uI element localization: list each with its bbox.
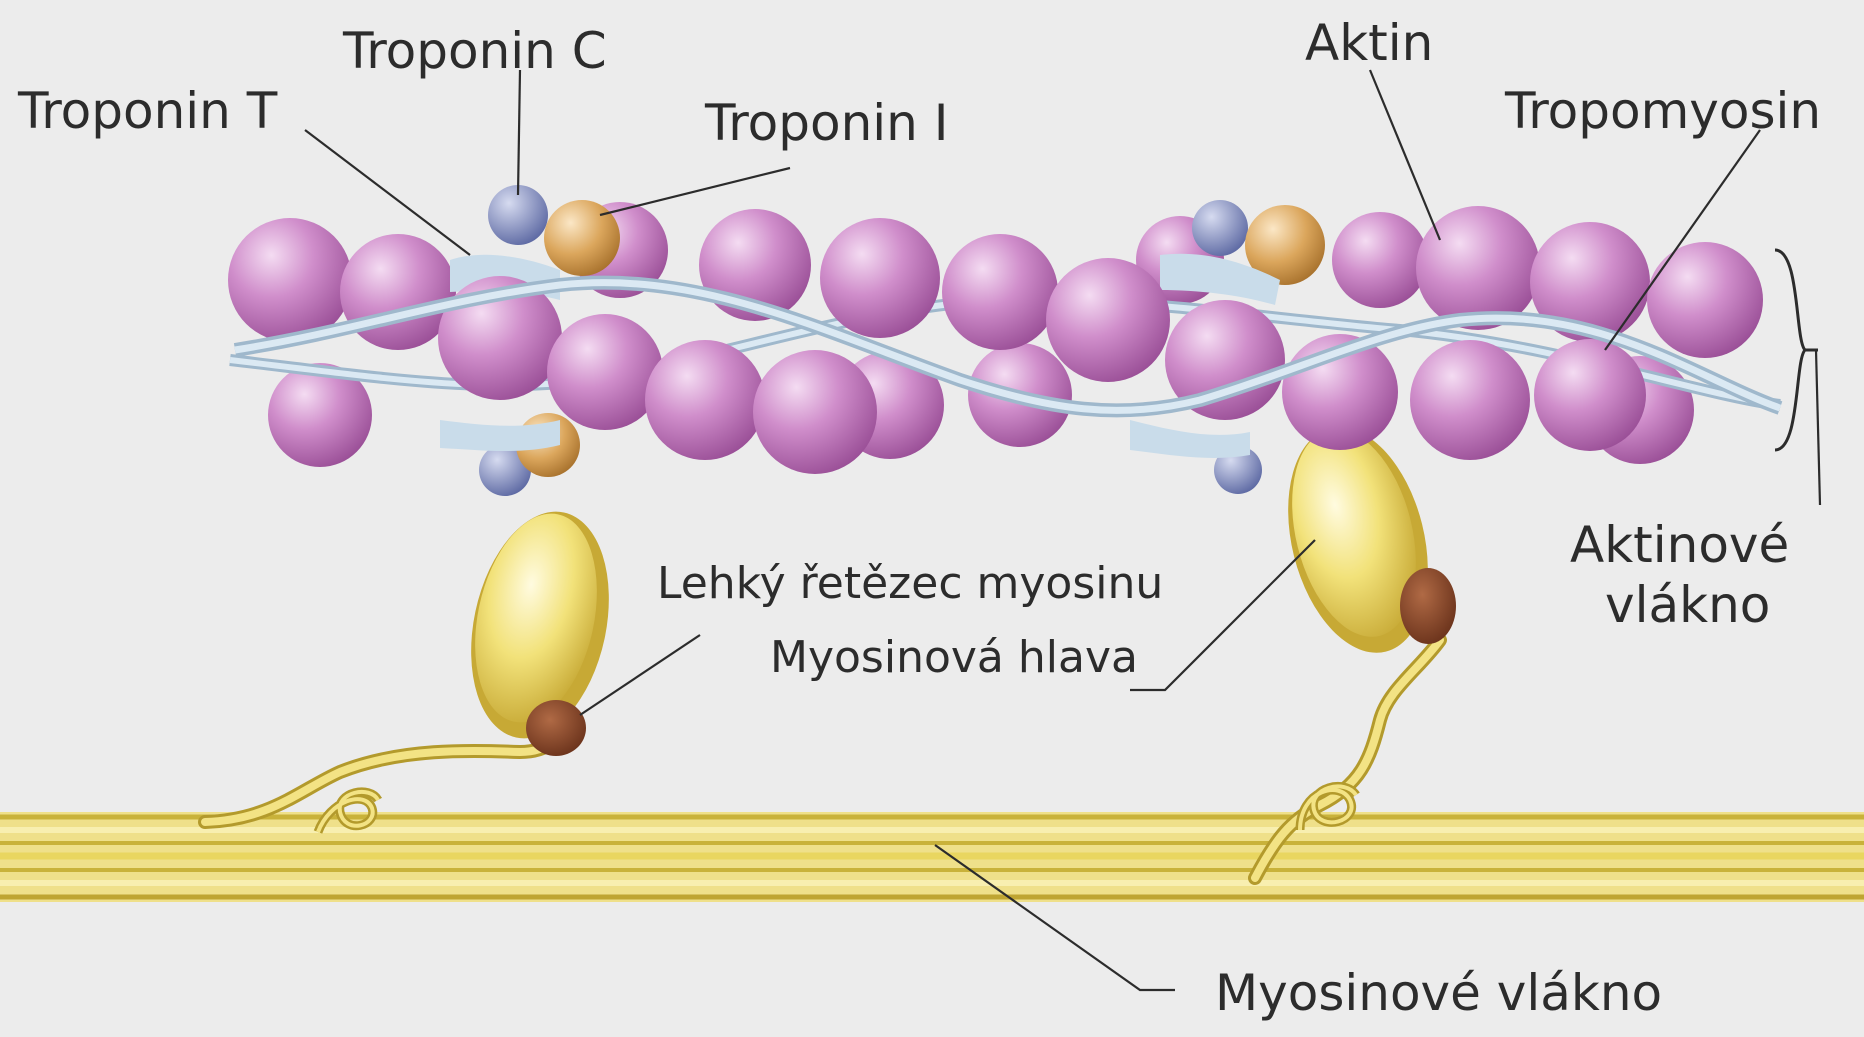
label-lehky-retezec: Lehký řetězec myosinu — [657, 558, 1163, 609]
label-troponin-i: Troponin I — [704, 94, 948, 152]
actin-filament — [228, 185, 1780, 496]
myosin-head-right — [1255, 412, 1456, 878]
label-aktin: Aktin — [1305, 14, 1433, 72]
myosin-filament — [0, 812, 1864, 902]
leader-troponin-i — [600, 168, 790, 215]
label-aktinove-vlakno-2: vlákno — [1605, 576, 1770, 634]
actin-filament-bracket — [1775, 250, 1805, 450]
label-tropomyosin: Tropomyosin — [1504, 82, 1821, 140]
myosin-head-left — [205, 499, 628, 832]
label-troponin-c: Troponin C — [342, 22, 607, 80]
myosin-light-chain-right — [1400, 568, 1456, 644]
leader-troponin-c — [518, 70, 520, 195]
label-troponin-t: Troponin T — [17, 82, 278, 140]
label-myosinova-hlava: Myosinová hlava — [770, 632, 1138, 683]
label-myosinove-vlakno: Myosinové vlákno — [1215, 964, 1662, 1022]
troponin-i — [544, 200, 620, 276]
myosin-light-chain-left — [526, 700, 586, 756]
label-aktinove-vlakno-1: Aktinové — [1570, 516, 1789, 574]
